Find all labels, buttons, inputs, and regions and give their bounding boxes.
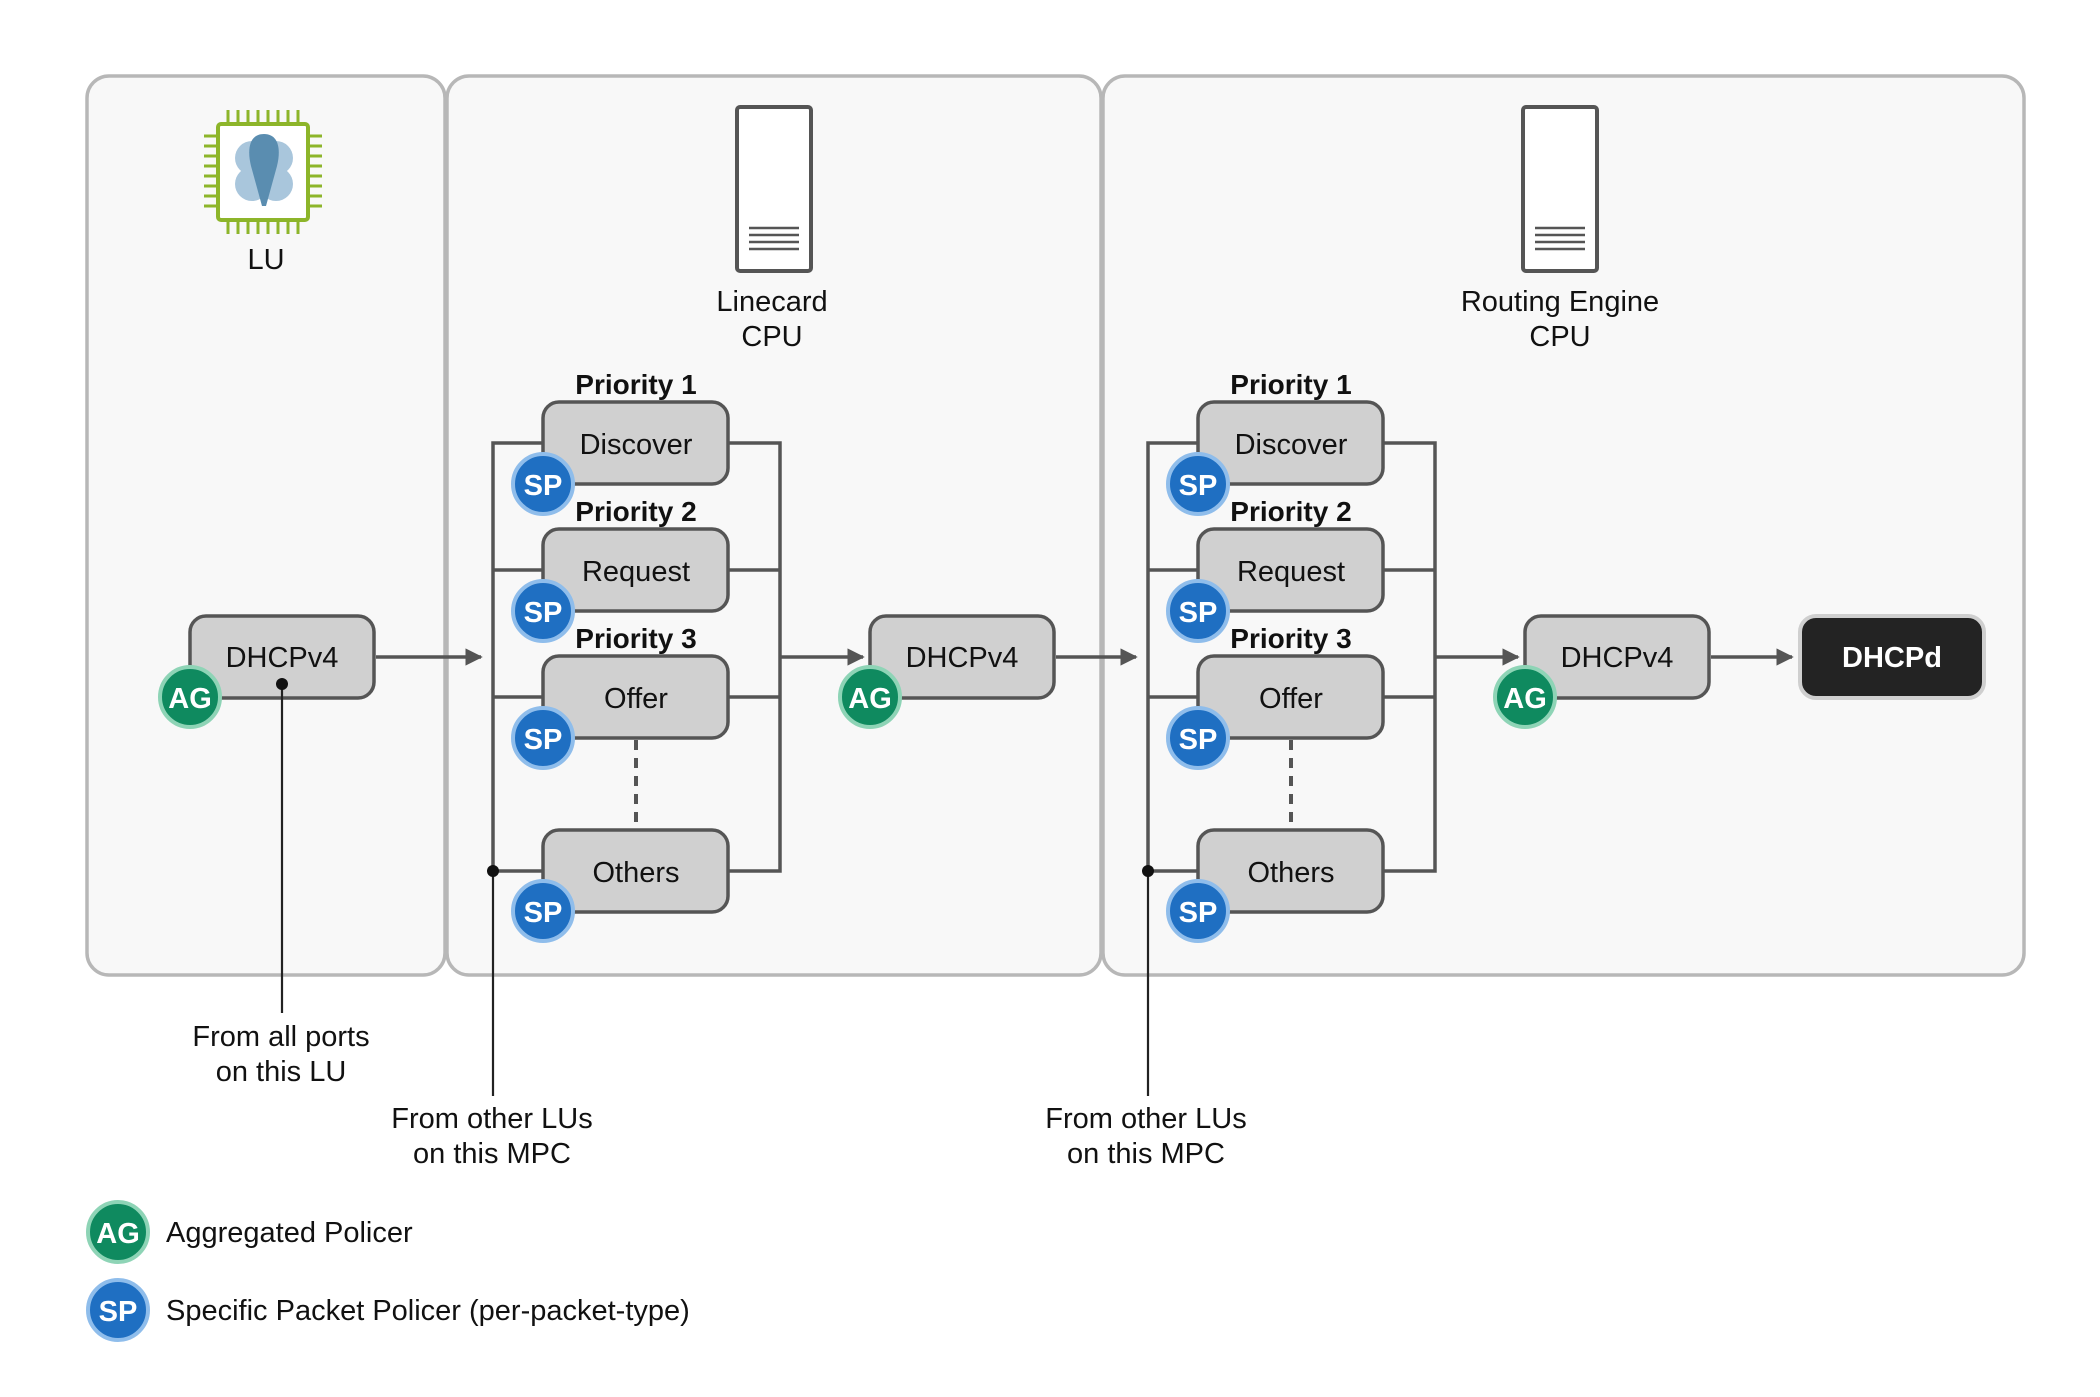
ag-badge: AG: [158, 665, 222, 729]
routing-engine-request-label: Request: [1237, 556, 1345, 588]
linecard-dhcpv4-box: [868, 614, 1056, 700]
svg-text:AG: AG: [168, 683, 212, 715]
svg-text:SP: SP: [524, 597, 563, 629]
routing-engine-other-lus-note-line2: on this MPC: [1067, 1138, 1225, 1170]
routing-engine-other-lus-note-line1: From other LUs: [1045, 1103, 1246, 1135]
routing-engine-request-box: [1196, 527, 1385, 613]
sp-badge: SP: [1166, 452, 1230, 516]
linecard-priority-2: Priority 2: [575, 496, 696, 527]
linecard-dhcpv4-label: DHCPv4: [906, 642, 1019, 674]
svg-text:SP: SP: [524, 897, 563, 929]
linecard-panel: [445, 74, 1103, 977]
sp-badge: SP: [511, 452, 575, 516]
linecard-discover-box: [541, 400, 730, 486]
legend-sp-badge: SP: [86, 1278, 150, 1342]
svg-text:AG: AG: [1503, 683, 1547, 715]
linecard-priority-3: Priority 3: [575, 623, 696, 654]
svg-text:SP: SP: [524, 470, 563, 502]
linecard-priority-1: Priority 1: [575, 369, 696, 400]
lu-panel: [85, 74, 447, 977]
legend-ag-label: Aggregated Policer: [166, 1217, 413, 1249]
svg-text:AG: AG: [848, 683, 892, 715]
routing-engine-other-lus-dot: [1142, 865, 1154, 877]
svg-text:SP: SP: [1179, 724, 1218, 756]
routing-engine-label-line2: CPU: [1529, 321, 1590, 353]
chip-icon: [204, 110, 322, 234]
dhcpd-box: [1798, 614, 1986, 700]
svg-text:SP: SP: [1179, 897, 1218, 929]
svg-text:SP: SP: [524, 724, 563, 756]
linecard-server-icon: [735, 105, 813, 273]
linecard-discover-label: Discover: [580, 429, 693, 461]
linecard-others-box: [541, 828, 730, 914]
routing-engine-label-line1: Routing Engine: [1461, 286, 1659, 318]
svg-text:AG: AG: [96, 1218, 140, 1250]
linecard-other-lus-note-line1: From other LUs: [391, 1103, 592, 1135]
ag-badge: AG: [838, 665, 902, 729]
lu-ports-note-line1: From all ports: [192, 1021, 369, 1053]
lu-ports-dot: [276, 678, 288, 690]
linecard-other-lus-note-line2: on this MPC: [413, 1138, 571, 1170]
routing-engine-discover-label: Discover: [1235, 429, 1348, 461]
sp-badge: SP: [1166, 706, 1230, 770]
routing-engine-discover-box: [1196, 400, 1385, 486]
routing-engine-dhcpv4-box: [1523, 614, 1711, 700]
sp-badge: SP: [1166, 879, 1230, 943]
linecard-others-label: Others: [592, 857, 679, 889]
svg-text:SP: SP: [1179, 470, 1218, 502]
routing-engine-dhcpv4-label: DHCPv4: [1561, 642, 1674, 674]
svg-text:SP: SP: [1179, 597, 1218, 629]
linecard-other-lus-dot: [487, 865, 499, 877]
ag-badge: AG: [1493, 665, 1557, 729]
sp-badge: SP: [1166, 579, 1230, 643]
linecard-request-box: [541, 527, 730, 613]
routing-engine-server-icon: [1521, 105, 1599, 273]
legend-sp-label: Specific Packet Policer (per-packet-type…: [166, 1295, 690, 1327]
routing-engine-priority-1: Priority 1: [1230, 369, 1351, 400]
sp-badge: SP: [511, 706, 575, 770]
linecard-offer-box: [541, 654, 730, 740]
routing-engine-others-box: [1196, 828, 1385, 914]
lu-dhcpv4-label: DHCPv4: [226, 642, 339, 674]
linecard-offer-label: Offer: [604, 683, 668, 715]
lu-ports-note-line2: on this LU: [216, 1056, 347, 1088]
sp-badge: SP: [511, 879, 575, 943]
legend-ag-badge: AG: [86, 1200, 150, 1264]
routing-engine-offer-label: Offer: [1259, 683, 1323, 715]
routing-engine-priority-2: Priority 2: [1230, 496, 1351, 527]
routing-engine-panel: [1101, 74, 2026, 977]
lu-label: LU: [247, 244, 284, 276]
sp-badge: SP: [511, 579, 575, 643]
linecard-label-line2: CPU: [741, 321, 802, 353]
linecard-request-label: Request: [582, 556, 690, 588]
svg-text:SP: SP: [99, 1296, 138, 1328]
routing-engine-others-label: Others: [1247, 857, 1334, 889]
routing-engine-priority-3: Priority 3: [1230, 623, 1351, 654]
linecard-label-line1: Linecard: [716, 286, 827, 318]
routing-engine-offer-box: [1196, 654, 1385, 740]
dhcpd-label: DHCPd: [1842, 642, 1942, 674]
legend: AG Aggregated Policer SP Specific Packet…: [86, 1200, 690, 1342]
